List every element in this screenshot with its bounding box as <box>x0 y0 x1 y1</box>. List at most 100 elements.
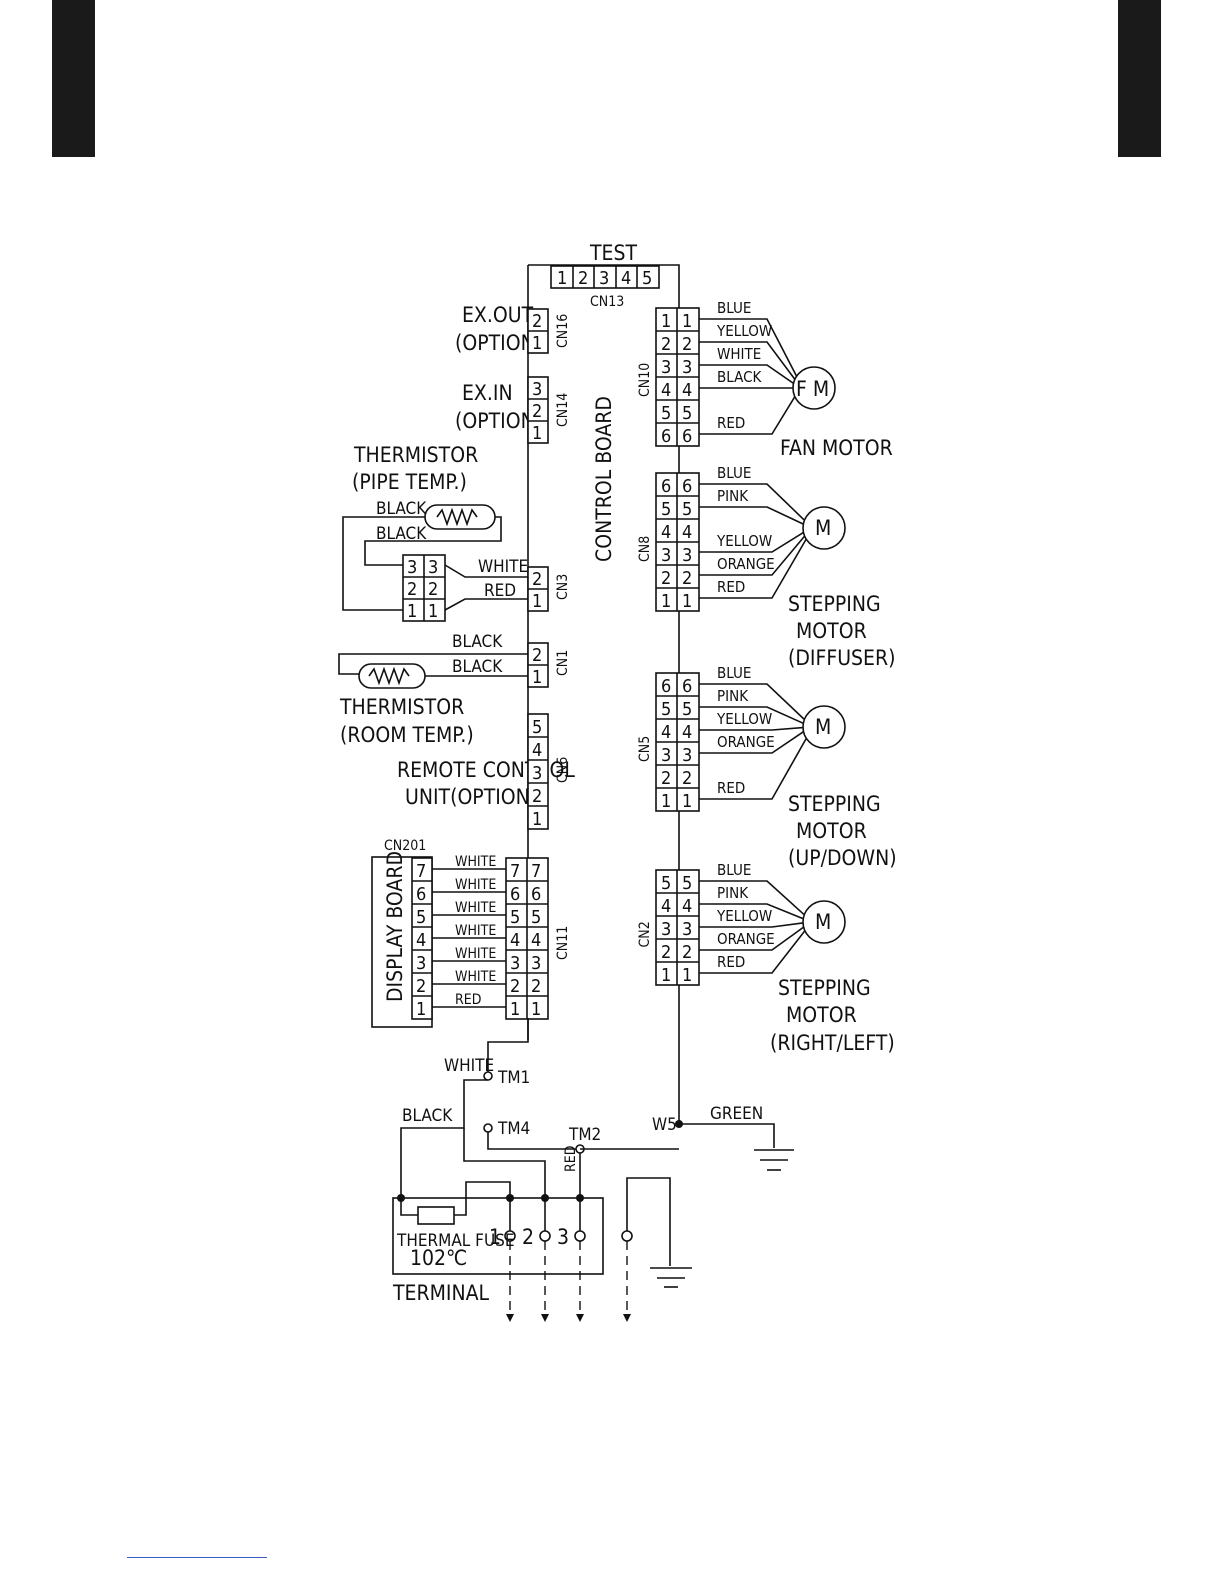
tm4-node <box>483 1123 493 1133</box>
terminal-2-label: 2 <box>522 1225 534 1249</box>
cn5-pin-4a: 4 <box>661 722 671 743</box>
cn10-wire-label: RED <box>717 414 745 432</box>
display-board-label: DISPLAY BOARD <box>383 851 407 1002</box>
cn11-pin-1a: 1 <box>510 999 520 1020</box>
cn5-wire <box>699 726 804 731</box>
cn201-pin-2: 2 <box>416 976 426 997</box>
cn11-pin-5b: 5 <box>531 907 541 928</box>
cn10-wire <box>699 396 796 435</box>
cn3-pin-1: 1 <box>532 591 542 612</box>
thermal-fuse-label: THERMAL FUSE <box>396 1231 515 1251</box>
cn6-pin-1: 1 <box>532 809 542 830</box>
cn13-connector <box>550 265 660 289</box>
cn5-wire <box>699 706 804 725</box>
cn5-wire-label: YELLOW <box>716 710 772 728</box>
cn11-pin-2b: 2 <box>531 976 541 997</box>
cn11-wire-label: WHITE <box>455 854 496 870</box>
page-edge-tab-right <box>1118 0 1161 157</box>
cn5-pin-5a: 5 <box>661 699 671 720</box>
cn8-wire-label: PINK <box>717 487 749 505</box>
cn8-label: CN8 <box>637 536 653 562</box>
cn2-wire <box>699 903 804 920</box>
cn5-pin-1a: 1 <box>661 791 671 812</box>
page-edge-tab-left <box>52 0 95 157</box>
cn8-wire-label: RED <box>717 578 745 596</box>
cn10-pin-5b: 5 <box>682 403 692 424</box>
footer-link-underline[interactable] <box>127 1557 267 1558</box>
cn10-wire-label: WHITE <box>717 345 761 363</box>
cn5-wire-label: ORANGE <box>717 733 775 751</box>
cn10-wire <box>699 318 798 377</box>
cn13-pin-5: 5 <box>642 268 652 289</box>
tm2-label: TM2 <box>568 1125 601 1145</box>
cn2-pin-2a: 2 <box>661 942 671 963</box>
cn10-wire-label: BLUE <box>717 299 751 317</box>
fan-motor-symbol <box>792 366 836 410</box>
test-label: TEST <box>589 241 637 265</box>
terminal-2-node <box>539 1230 551 1242</box>
ground-terminal-node <box>621 1230 633 1242</box>
ground-symbol-top <box>754 1149 794 1171</box>
cn2-pin-3a: 3 <box>661 919 671 940</box>
cn8-wire <box>699 538 807 599</box>
power-red-label: RED <box>563 1146 579 1172</box>
diffuser-label-2: MOTOR <box>796 619 867 643</box>
thermistor-pipe-pin-1a: 1 <box>407 601 417 622</box>
cn2-pin-2b: 2 <box>682 942 692 963</box>
thermistor-pipe-pin-2a: 2 <box>407 579 417 600</box>
cn8-pin-1b: 1 <box>682 591 692 612</box>
cn8-wire-label: YELLOW <box>716 532 772 550</box>
thermistor-pipe-label: THERMISTOR <box>353 443 478 467</box>
thermistor-room-sub: (ROOM TEMP.) <box>340 723 474 747</box>
cn5-wire <box>699 683 805 721</box>
thermistor-pipe-wire-1: BLACK <box>376 499 427 519</box>
cn8-wire <box>699 531 804 553</box>
fan-motor-label: FAN MOTOR <box>780 436 893 460</box>
cn8-pin-2a: 2 <box>661 568 671 589</box>
rightleft-label-3: (RIGHT/LEFT) <box>770 1031 895 1055</box>
cn10-pin-6a: 6 <box>661 426 671 447</box>
cn2-pin-3b: 3 <box>682 919 692 940</box>
cn10-pin-4a: 4 <box>661 380 671 401</box>
outgoing-leads <box>506 1241 631 1322</box>
cn201-label: CN201 <box>384 838 426 854</box>
cn5-pin-6b: 6 <box>682 676 692 697</box>
diffuser-label-1: STEPPING <box>788 592 881 616</box>
cn10-wire <box>699 364 794 385</box>
cn1-wire-1: BLACK <box>452 632 503 652</box>
thermistor-pipe-pin-3b: 3 <box>428 557 438 578</box>
cn8-pin-4b: 4 <box>682 522 692 543</box>
cn8-wire <box>699 506 804 525</box>
tm4-label: TM4 <box>497 1119 530 1139</box>
terminal-label: TERMINAL <box>392 1281 490 1305</box>
cn10-pin-4b: 4 <box>682 380 692 401</box>
cn11-pin-5a: 5 <box>510 907 520 928</box>
cn11-pin-7a: 7 <box>510 861 520 882</box>
cn11-wire-label: RED <box>455 992 481 1008</box>
cn10-pin-5a: 5 <box>661 403 671 424</box>
cn11-pin-6a: 6 <box>510 884 520 905</box>
rightleft-label-1: STEPPING <box>778 976 871 1000</box>
cn2-wire <box>699 922 804 928</box>
cn201-pin-7: 7 <box>416 861 426 882</box>
cn5-wire <box>699 738 807 800</box>
cn2-wire-label: RED <box>717 953 745 971</box>
cn201-pin-3: 3 <box>416 953 426 974</box>
thermistor-pipe-pin-1b: 1 <box>428 601 438 622</box>
rightleft-label-2: MOTOR <box>786 1003 857 1027</box>
cn13-label: CN13 <box>590 294 624 310</box>
ex-out-label: EX.OUT <box>462 303 534 327</box>
thermal-fuse-temp: 102℃ <box>410 1246 467 1270</box>
cn5-wire-label: PINK <box>717 687 749 705</box>
remote-sub: UNIT(OPTION) <box>405 785 537 809</box>
cn11-pin-7b: 7 <box>531 861 541 882</box>
tm1-node <box>483 1071 493 1081</box>
cn5-wire-label: BLUE <box>717 664 751 682</box>
thermistor-pipe-wire-2: BLACK <box>376 524 427 544</box>
thermal-fuse-symbol <box>417 1206 455 1225</box>
control-board-label: CONTROL BOARD <box>592 396 616 562</box>
cn16-label: CN16 <box>555 314 571 348</box>
cn10-wire-label: BLACK <box>717 368 763 386</box>
fan-motor-text: F M <box>796 377 829 401</box>
